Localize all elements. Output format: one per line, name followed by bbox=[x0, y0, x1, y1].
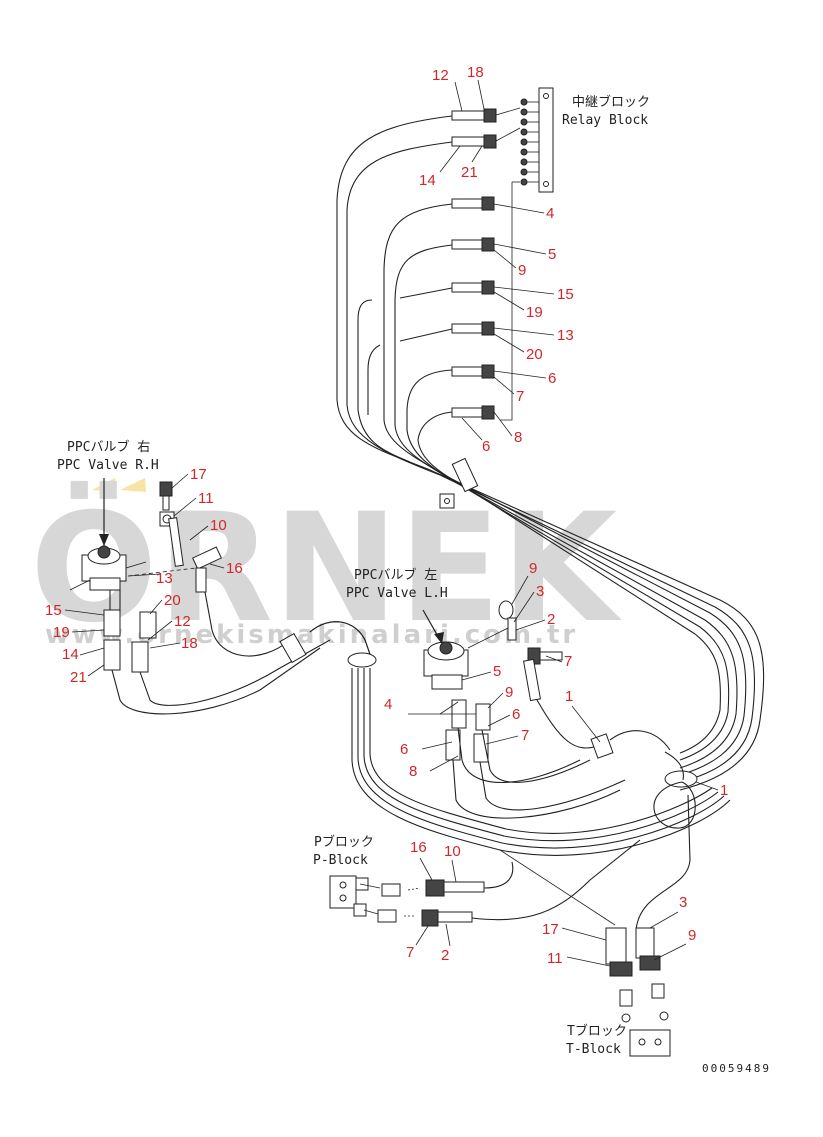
lh-callouts: 9 3 2 7 5 4 9 6 7 6 8 1 1 bbox=[384, 560, 728, 799]
callout: 16 bbox=[410, 839, 427, 856]
callout: 15 bbox=[557, 286, 574, 303]
t-line bbox=[635, 794, 691, 931]
lh-valve-fittings bbox=[498, 600, 698, 788]
callout: 17 bbox=[190, 466, 207, 483]
relay-connectors bbox=[451, 107, 521, 421]
callout: 10 bbox=[444, 843, 461, 860]
ppc-valve-lh bbox=[422, 609, 513, 690]
lh-hoses bbox=[445, 699, 626, 819]
callout: 7 bbox=[521, 727, 529, 744]
watermark: ÖRNEK www.ornekismakinalari.com.tr bbox=[30, 478, 622, 656]
callout: 21 bbox=[461, 164, 478, 181]
hose-loop bbox=[653, 781, 696, 829]
t-block-label-jp: Tブロック bbox=[567, 1023, 627, 1039]
callout: 9 bbox=[505, 684, 513, 701]
callout: 2 bbox=[547, 611, 555, 628]
hose-clamp bbox=[439, 457, 479, 509]
callout: 18 bbox=[181, 635, 198, 652]
ppc-lh-label-en: PPC Valve L.H bbox=[346, 586, 448, 601]
callout: 19 bbox=[53, 624, 70, 641]
t-block-label-en: T-Block bbox=[566, 1042, 621, 1057]
bottom-callouts: 16 10 7 2 17 11 3 9 bbox=[406, 839, 696, 967]
part-code: 00059489 bbox=[702, 1062, 771, 1075]
callout: 18 bbox=[467, 64, 484, 81]
callout: 8 bbox=[409, 763, 417, 780]
p-block-label-jp: Pブロック bbox=[314, 834, 374, 850]
callout: 6 bbox=[482, 438, 490, 455]
callout: 14 bbox=[419, 172, 436, 189]
callout: 5 bbox=[548, 246, 556, 263]
relay-hose-bundle bbox=[336, 115, 765, 791]
watermark-url: www.ornekismakinalari.com.tr bbox=[45, 620, 578, 650]
callout: 7 bbox=[516, 388, 524, 405]
callout: 1 bbox=[720, 782, 728, 799]
component-labels: 中継ブロック Relay Block PPCバルブ 右 PPC Valve R.… bbox=[57, 94, 771, 1075]
rh-callouts: 17 11 10 16 13 20 12 18 15 19 14 21 bbox=[45, 466, 243, 686]
relay-block-label-jp: 中継ブロック bbox=[572, 94, 650, 110]
p-block bbox=[329, 839, 641, 927]
callout: 3 bbox=[536, 583, 544, 600]
callout: 13 bbox=[156, 570, 173, 587]
callout: 14 bbox=[62, 646, 79, 663]
callout: 1 bbox=[565, 688, 573, 705]
callout: 7 bbox=[406, 944, 414, 961]
callout: 5 bbox=[493, 663, 501, 680]
callout: 9 bbox=[529, 560, 537, 577]
callout: 4 bbox=[384, 696, 392, 713]
callout: 6 bbox=[548, 370, 556, 387]
callout: 13 bbox=[557, 327, 574, 344]
rh-valve-fittings bbox=[127, 481, 222, 593]
callout: 15 bbox=[45, 602, 62, 619]
callout: 11 bbox=[547, 950, 563, 967]
callout: 17 bbox=[542, 921, 559, 938]
main-vertical-bundle bbox=[351, 668, 731, 856]
callout: 16 bbox=[226, 560, 243, 577]
t-block bbox=[499, 849, 671, 1057]
callout: 3 bbox=[679, 894, 687, 911]
watermark-logo: ÖRNEK bbox=[30, 480, 622, 656]
callout: 10 bbox=[210, 517, 227, 534]
callout: 7 bbox=[564, 653, 572, 670]
callout: 9 bbox=[688, 927, 696, 944]
callout: 6 bbox=[400, 741, 408, 758]
callout: 6 bbox=[512, 706, 520, 723]
callout: 19 bbox=[526, 304, 543, 321]
rh-hoses bbox=[103, 590, 377, 715]
callout: 11 bbox=[198, 490, 214, 507]
p-block-label-en: P-Block bbox=[313, 853, 368, 868]
callout: 12 bbox=[174, 613, 191, 630]
callout: 4 bbox=[546, 205, 554, 222]
ppc-rh-label-jp: PPCバルブ 右 bbox=[67, 439, 150, 455]
callout: 21 bbox=[70, 669, 87, 686]
callout: 20 bbox=[164, 592, 181, 609]
callout: 12 bbox=[432, 67, 449, 84]
relay-block bbox=[520, 87, 554, 193]
relay-block-label-en: Relay Block bbox=[562, 113, 648, 128]
callout: 9 bbox=[518, 262, 526, 279]
ppc-valve-rh bbox=[69, 478, 147, 591]
ppc-lh-label-jp: PPCバルブ 左 bbox=[354, 567, 437, 583]
callout: 8 bbox=[514, 429, 522, 446]
callout: 2 bbox=[441, 947, 449, 964]
relay-callouts: 12 18 14 21 4 5 9 15 19 13 20 6 7 8 6 bbox=[419, 64, 574, 455]
callout: 20 bbox=[526, 346, 543, 363]
ppc-rh-label-en: PPC Valve R.H bbox=[57, 458, 159, 473]
